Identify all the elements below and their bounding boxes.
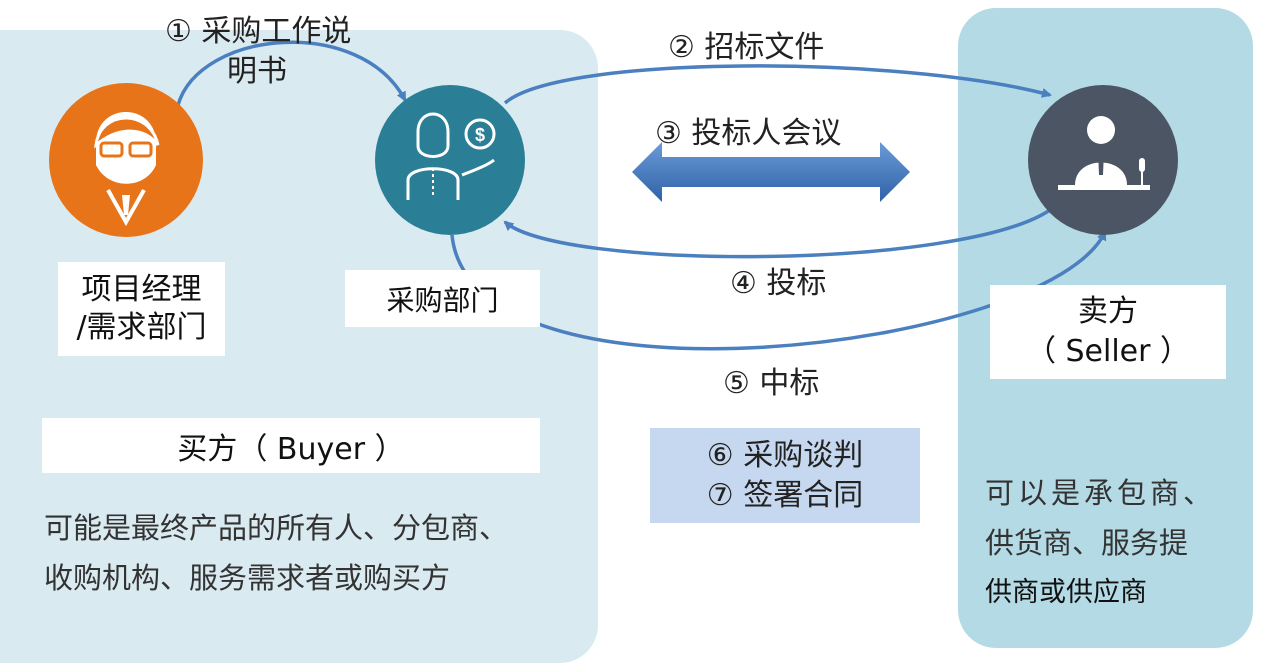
project-manager-label: 项目经理 /需求部门 (58, 262, 225, 356)
buyer-desc-line-2: 收购机构、服务需求者或购买方 (44, 561, 451, 595)
arrow-sow (176, 40, 407, 106)
negotiation-box: ⑥ 采购谈判 ⑦ 签署合同 (650, 428, 920, 523)
bidder-conference-arrow (632, 142, 910, 202)
arrow-bid-docs (503, 64, 1052, 105)
procurement-label: 采购部门 (345, 270, 540, 327)
step-1-label: ① 采购工作说 明书 (165, 12, 351, 92)
svg-text:$: $ (475, 125, 485, 145)
step-2-label: ② 招标文件 (668, 30, 825, 65)
pm-line-1: 项目经理 (81, 272, 202, 307)
buyer-label: 买方（ Buyer ） (42, 418, 540, 473)
procurement-staff-icon: $ (375, 85, 525, 235)
step-3-label: ③ 投标人会议 (655, 116, 842, 151)
step-1-line-2: 明书 (227, 54, 287, 89)
negotiation-line-1: ⑥ 采购谈判 (706, 437, 864, 473)
manager-avatar-icon (49, 83, 203, 237)
arrow-bid (503, 208, 1051, 259)
seller-desc-line-2: 供货商、服务提 (985, 526, 1189, 560)
pm-line-2: /需求部门 (76, 310, 207, 345)
negotiation-line-2: ⑦ 签署合同 (706, 477, 864, 513)
step-5-label: ⑤ 中标 (723, 366, 820, 401)
buyer-description: 可能是最终产品的所有人、分包商、 收购机构、服务需求者或购买方 (44, 503, 584, 603)
seller-line-2: （ Seller ） (1025, 334, 1191, 369)
step-1-line-1: ① 采购工作说 (165, 14, 352, 49)
step-4-label: ④ 投标 (730, 266, 827, 301)
seller-desc-line-3: 供商或供应商 (985, 577, 1147, 608)
buyer-desc-line-1: 可能是最终产品的所有人、分包商、 (44, 511, 509, 545)
seller-desc-line-1: 可以是承包商、 (985, 476, 1217, 510)
seller-line-1: 卖方 (1078, 294, 1138, 329)
seller-label: 卖方 （ Seller ） (990, 285, 1226, 379)
seller-description: 可以是承包商、 供货商、服务提 供商或供应商 (985, 468, 1245, 618)
seller-presenter-icon (1028, 85, 1178, 235)
